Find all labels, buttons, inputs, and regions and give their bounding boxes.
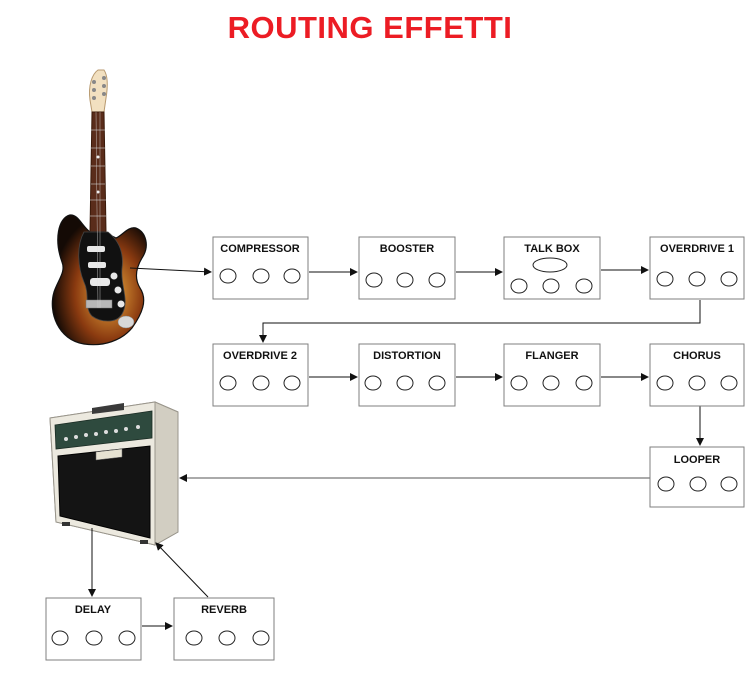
pedal-looper: LOOPER [649,446,745,508]
signal-path [88,266,704,630]
arrow-guitar-to-compressor [129,267,212,276]
pedal-distortion: DISTORTION [358,343,456,407]
pedal-label: COMPRESSOR [220,243,300,255]
pedal-flanger: FLANGER [503,343,601,407]
pedal-label: OVERDRIVE 1 [660,243,734,255]
pedal-label: BOOSTER [380,243,434,255]
pedal-label: TALK BOX [524,243,580,255]
pedal-compressor: COMPRESSOR [212,236,309,300]
arrow-overdrive1-to-overdrive2 [259,300,701,343]
electric-guitar-icon [51,69,147,346]
pedal-label: DISTORTION [373,350,441,362]
pedal-label: LOOPER [674,454,721,466]
page-title: ROUTING EFFETTI [227,10,513,45]
pedal-label: DELAY [75,604,112,616]
pedal-delay: DELAY [45,597,142,661]
pedal-chorus: CHORUS [649,343,745,407]
pedal-overdrive-1: OVERDRIVE 1 [649,236,745,300]
pedal-overdrive-2: OVERDRIVE 2 [212,343,309,407]
pedal-label: OVERDRIVE 2 [223,350,297,362]
pedal-label: REVERB [201,604,247,616]
arrow-reverb-to-amp [155,542,209,598]
pedal-label: CHORUS [673,350,721,362]
guitar-amplifier-icon [49,401,179,546]
pedal-label: FLANGER [525,350,578,362]
pedal-booster: BOOSTER [358,236,456,300]
pedal-reverb: REVERB [173,597,275,661]
pedal-talk-box: TALK BOX [503,236,601,300]
